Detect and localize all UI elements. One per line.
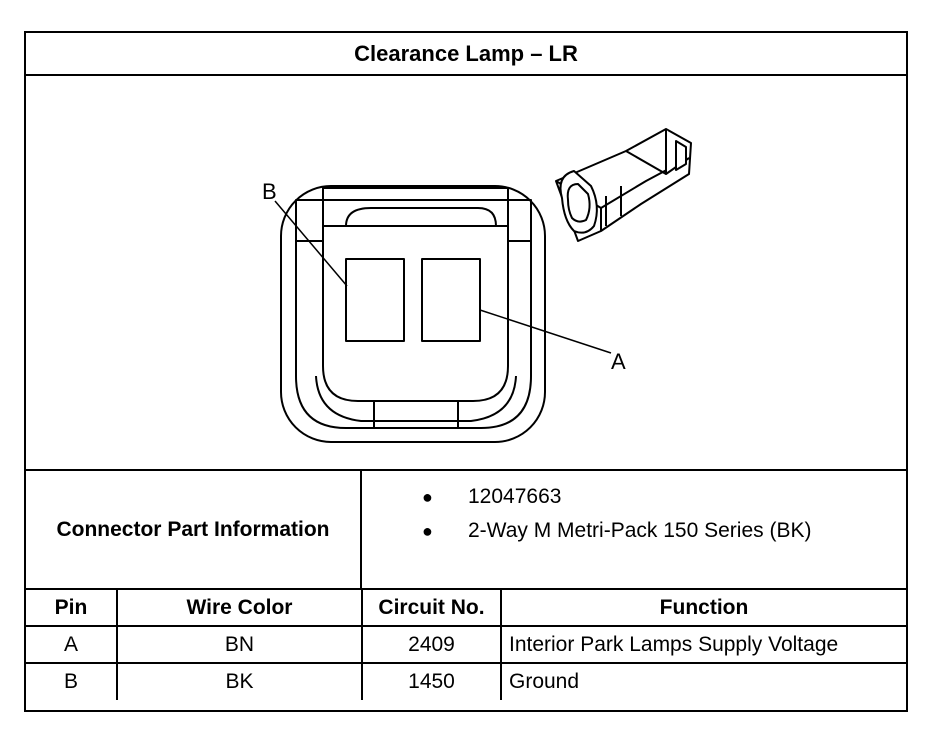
terminal-b [345, 258, 405, 342]
part-number: 12047663 [468, 485, 562, 508]
connector-sheet: Clearance Lamp – LR [24, 31, 908, 712]
terminal-a [421, 258, 481, 342]
pin-table-header: Pin Wire Color Circuit No. Function [26, 588, 906, 627]
connector-part-info-list: ● 12047663 ● 2-Way M Metri-Pack 150 Seri… [362, 471, 906, 588]
sheet-title: Clearance Lamp – LR [26, 33, 906, 76]
connector-part-info: Connector Part Information ● 12047663 ● … [26, 469, 906, 588]
connector-diagram: B A [26, 76, 906, 469]
pin-cell: A [26, 625, 118, 664]
leader-b [274, 200, 348, 287]
connector-type: 2-Way M Metri-Pack 150 Series (BK) [468, 519, 812, 542]
header-wire-color: Wire Color [116, 588, 363, 627]
housing-inner [295, 199, 532, 429]
pin-cell: B [26, 662, 118, 700]
header-circuit-no: Circuit No. [361, 588, 502, 627]
callout-b: B [262, 179, 277, 204]
bullet-icon: ● [422, 486, 433, 507]
housing-outer [280, 185, 546, 443]
circuit-cell: 1450 [361, 662, 502, 700]
connector-type-item: ● 2-Way M Metri-Pack 150 Series (BK) [422, 519, 811, 543]
callout-a: A [611, 349, 626, 374]
pin-table: Pin Wire Color Circuit No. Function A BN… [26, 588, 906, 700]
function-cell: Ground [500, 662, 906, 700]
table-row: B BK 1450 Ground [26, 662, 906, 700]
connector-face-drawing: B A [262, 128, 692, 443]
table-row: A BN 2409 Interior Park Lamps Supply Vol… [26, 625, 906, 664]
bullet-icon: ● [422, 520, 433, 541]
circuit-cell: 2409 [361, 625, 502, 664]
function-cell: Interior Park Lamps Supply Voltage [500, 625, 906, 664]
connector-plug-icon [555, 128, 692, 242]
wire-color-cell: BN [116, 625, 363, 664]
wire-color-cell: BK [116, 662, 363, 700]
leader-a [479, 309, 612, 354]
part-number-item: ● 12047663 [422, 485, 561, 509]
header-function: Function [500, 588, 906, 627]
connector-part-info-label: Connector Part Information [26, 471, 362, 588]
top-tab [322, 187, 509, 226]
cavity-body [322, 225, 509, 402]
header-pin: Pin [26, 588, 118, 627]
